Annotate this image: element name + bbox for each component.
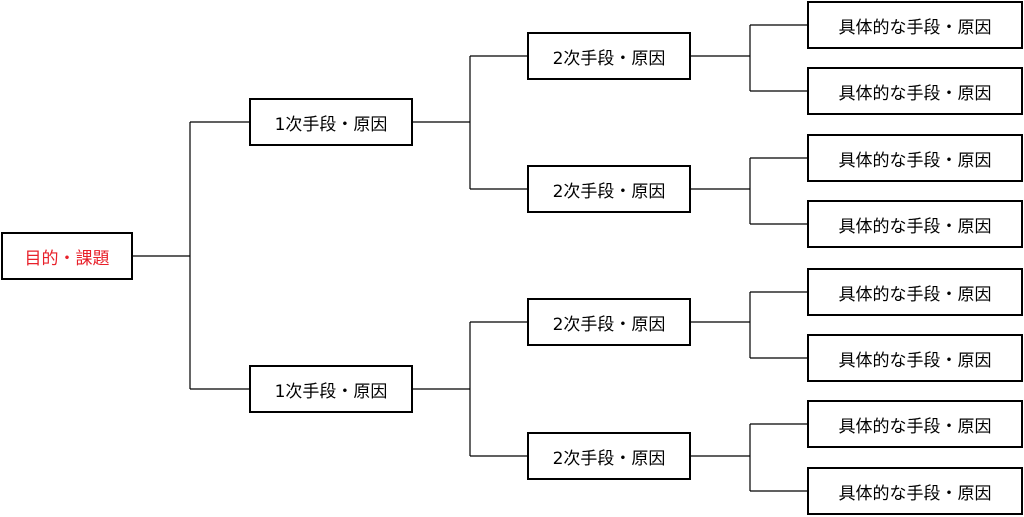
level1-node: 1次手段・原因	[249, 98, 413, 146]
leaf-node: 具体的な手段・原因	[807, 334, 1023, 382]
leaf-node: 具体的な手段・原因	[807, 200, 1023, 248]
level2-node: 2次手段・原因	[527, 432, 691, 480]
leaf-node: 具体的な手段・原因	[807, 67, 1023, 115]
leaf-node: 具体的な手段・原因	[807, 400, 1023, 448]
leaf-node: 具体的な手段・原因	[807, 1, 1023, 49]
leaf-node: 具体的な手段・原因	[807, 467, 1023, 515]
level1-node: 1次手段・原因	[249, 365, 413, 413]
root-node-objective: 目的・課題	[1, 232, 133, 280]
level2-node: 2次手段・原因	[527, 298, 691, 346]
level2-node: 2次手段・原因	[527, 165, 691, 213]
level2-node: 2次手段・原因	[527, 32, 691, 80]
leaf-node: 具体的な手段・原因	[807, 134, 1023, 182]
leaf-node: 具体的な手段・原因	[807, 268, 1023, 316]
